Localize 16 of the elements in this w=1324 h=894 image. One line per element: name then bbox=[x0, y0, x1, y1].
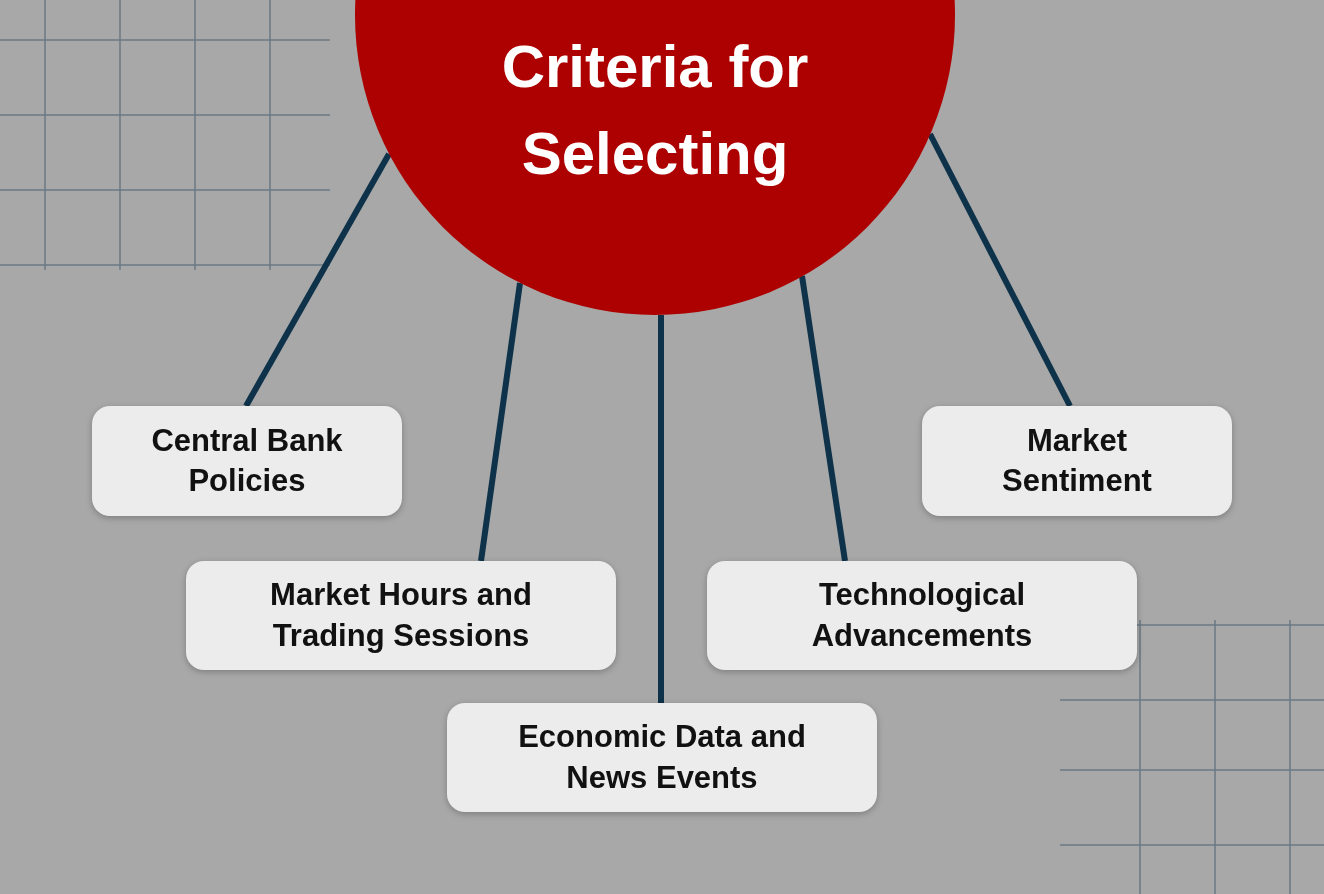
criterion-card bbox=[447, 703, 877, 812]
criterion-card bbox=[707, 561, 1137, 670]
connector-line bbox=[658, 315, 664, 703]
criterion-label: Market Sentiment bbox=[1001, 421, 1153, 500]
criterion-card bbox=[186, 561, 616, 670]
title-text: Criteria for Selecting bbox=[500, 32, 810, 189]
connector-line bbox=[478, 282, 523, 562]
criterion-label: Technological Advancements bbox=[810, 576, 1034, 655]
criterion-label: Market Hours and Trading Sessions bbox=[269, 576, 533, 655]
criterion-card bbox=[92, 406, 402, 516]
criterion-label: Central Bank Policies bbox=[150, 421, 344, 500]
connector-line bbox=[927, 132, 1073, 408]
connector-line bbox=[243, 152, 392, 408]
connector-line bbox=[799, 275, 848, 562]
criterion-card bbox=[922, 406, 1232, 516]
criterion-label: Economic Data and News Events bbox=[517, 718, 807, 797]
